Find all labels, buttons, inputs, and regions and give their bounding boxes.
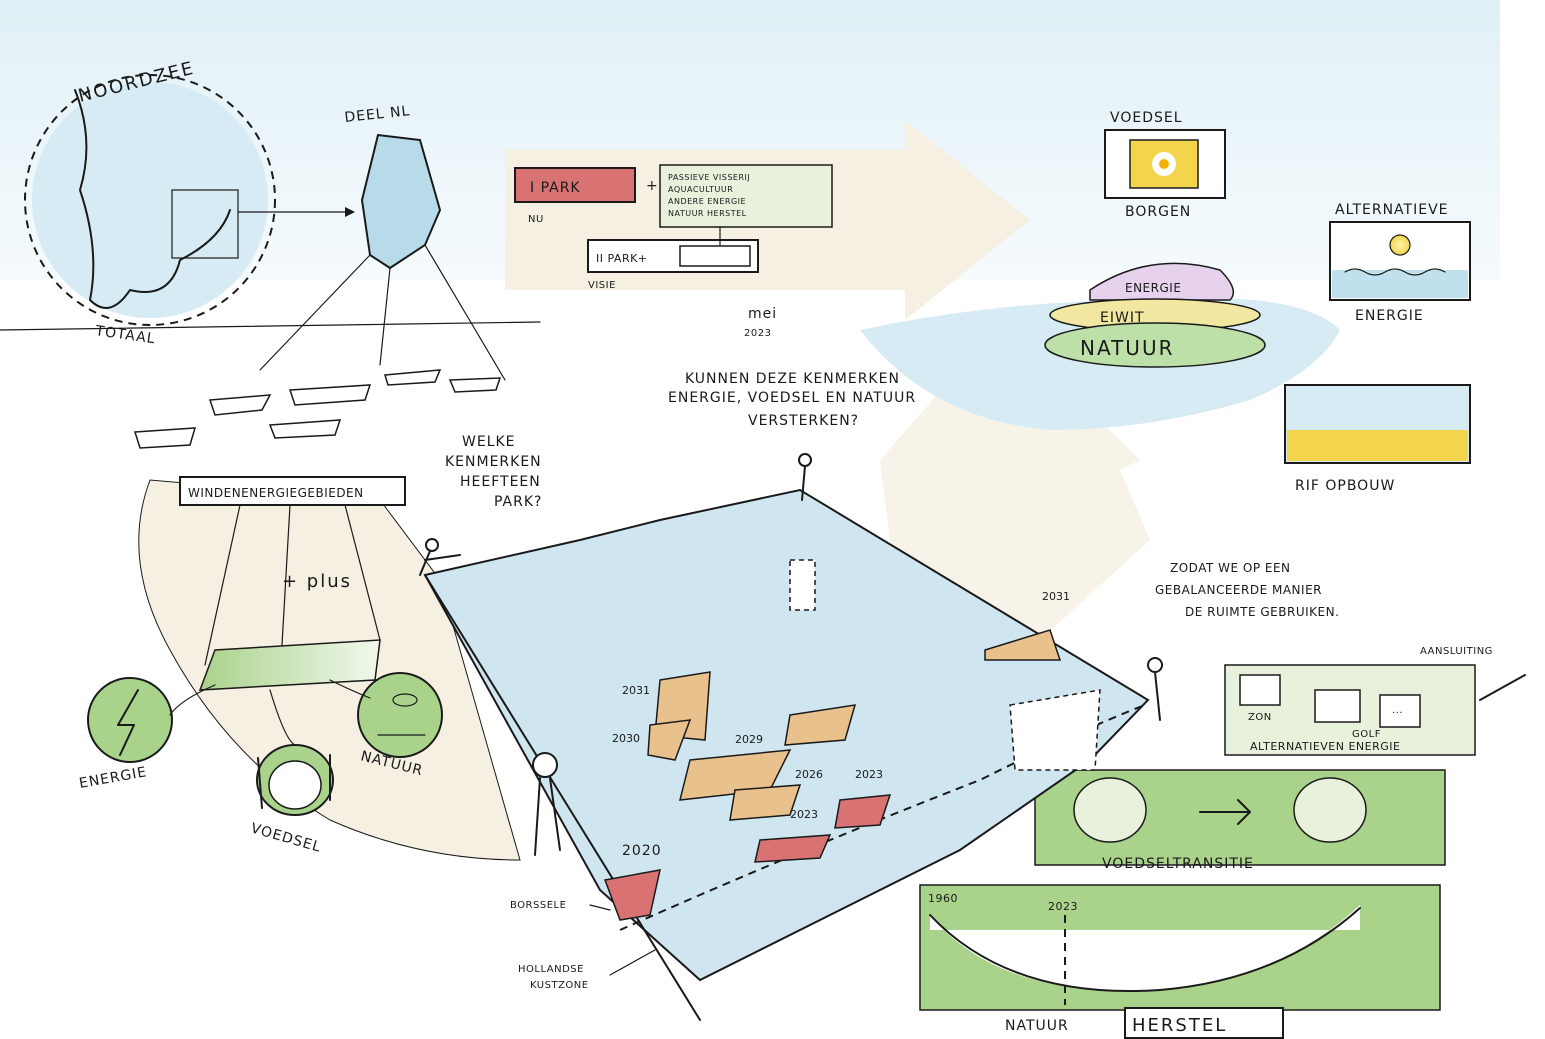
question-3-line-3: DE RUIMTE GEBRUIKEN. (1185, 605, 1339, 619)
alt-energie-box-label: ALTERNATIEVEN ENERGIE (1250, 740, 1400, 753)
voedsel-title: VOEDSEL (1110, 110, 1183, 126)
totaal-label: TOTAAL (93, 323, 156, 347)
hollandse-label-2: KUSTZONE (530, 980, 589, 991)
question-2-line-3: HEEFTEEN (460, 474, 541, 490)
sheet-connectors (169, 679, 371, 746)
vision-item-2: AQUACULTUUR (668, 185, 733, 194)
windpark-platforms (134, 369, 502, 449)
windparks-label-box (179, 476, 406, 506)
vision-item-1: PASSIEVE VISSERIJ (668, 173, 750, 182)
windparks-label: WINDENENERGIEGEBIEDEN (188, 486, 364, 500)
rif-panel (1284, 384, 1471, 464)
map-year-2030: 2030 (612, 732, 640, 745)
map-year-2031-a: 2031 (1042, 590, 1070, 603)
park2-label: II PARK+ (596, 252, 648, 265)
deel-nl-label: DEEL NL (344, 103, 411, 126)
alt-energie-title: ALTERNATIEVE (1335, 202, 1449, 218)
date-month: mei (748, 306, 777, 322)
aansluiting-label: AANSLUITING (1420, 646, 1493, 657)
hollandse-label-1: HOLLANDSE (518, 964, 584, 975)
dots-label: ... (1392, 705, 1403, 716)
deel-nl-shape (360, 133, 442, 270)
year-start-label: 1960 (928, 892, 958, 905)
voedseltransitie-label: VOEDSELTRANSITIE (1102, 856, 1254, 872)
borgen-label: BORGEN (1125, 204, 1191, 220)
question-1-line-1: KUNNEN DEZE KENMERKEN (685, 371, 900, 387)
green-sheet (198, 639, 381, 691)
vision-plus: + (646, 178, 659, 194)
rif-label: RIF OPBOUW (1295, 478, 1395, 494)
herstel-label: HERSTEL (1132, 1015, 1227, 1036)
map-year-2026: 2026 (795, 768, 823, 781)
alt-energie-box (1224, 664, 1526, 756)
natuurherstel-panel (919, 884, 1441, 1039)
visie-label: VISIE (588, 280, 616, 291)
question-3-line-2: GEBALANCEERDE MANIER (1155, 583, 1322, 597)
vision-item-3: ANDERE ENERGIE (668, 197, 746, 206)
map-year-2023-b: 2023 (790, 808, 818, 821)
borssele-label: BORSSELE (510, 900, 566, 911)
question-2-line-2: KENMERKEN (445, 454, 542, 470)
question-1-line-3: VERSTERKEN? (748, 413, 859, 429)
nu-label: NU (528, 214, 544, 225)
island (860, 262, 1340, 430)
map-year-2029: 2029 (735, 733, 763, 746)
plus-label: + plus (282, 571, 352, 592)
voedseltransitie-panel (1034, 769, 1446, 866)
noordzee-globe (24, 74, 355, 326)
question-3-line-1: ZODAT WE OP EEN (1170, 561, 1291, 575)
date-year: 2023 (744, 328, 771, 339)
park1-label: I PARK (530, 180, 581, 196)
voedsel-borgen-panel (1104, 129, 1226, 199)
alt-energie-subtitle: ENERGIE (1355, 308, 1424, 324)
map-year-2031-b: 2031 (622, 684, 650, 697)
map-year-2020: 2020 (622, 843, 662, 859)
golf-label: GOLF (1352, 729, 1381, 740)
voedsel-plate (256, 744, 334, 816)
voedsel-plate-label: VOEDSEL (249, 820, 323, 855)
question-2-line-4: PARK? (494, 494, 542, 510)
stick-figures (419, 453, 1163, 856)
question-2-line-1: WELKE (462, 434, 516, 450)
transition-arrow (880, 380, 1150, 640)
projection-lines (0, 244, 541, 381)
island-energie: ENERGIE (1125, 281, 1181, 295)
island-natuur: NATUUR (1080, 336, 1174, 360)
natuur-herstel-label: NATUUR (1005, 1018, 1069, 1034)
energie-circle-label: ENERGIE (78, 764, 148, 792)
vision-box (514, 164, 833, 273)
map-year-2023-a: 2023 (855, 768, 883, 781)
natuur-circle (357, 672, 443, 758)
zon-label: ZON (1248, 712, 1272, 723)
question-1-line-2: ENERGIE, VOEDSEL EN NATUUR (668, 390, 916, 406)
alt-energie-panel (1329, 221, 1471, 301)
map-plots (603, 559, 1101, 921)
zoom-rect (171, 189, 239, 259)
island-eiwit: EIWIT (1100, 310, 1145, 326)
vision-item-4: NATUUR HERSTEL (668, 209, 747, 218)
energie-circle (87, 677, 173, 763)
year-mid-label: 2023 (1048, 900, 1078, 913)
